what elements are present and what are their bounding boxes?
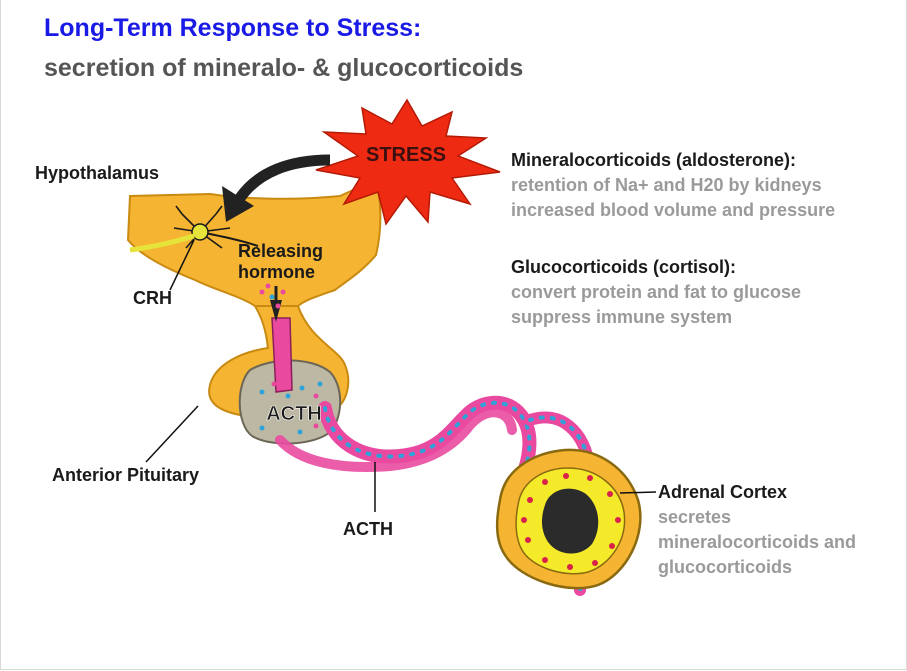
anterior-pituitary-label: Anterior Pituitary — [52, 465, 200, 485]
mineralocorticoids-block: Mineralocorticoids (aldosterone): retent… — [511, 148, 835, 223]
adrenal-line-3: glucocorticoids — [658, 557, 793, 577]
acth-gland-label: ACTH — [266, 403, 322, 425]
crh-label: CRH — [133, 288, 172, 308]
adrenal-cells — [521, 473, 621, 570]
nerve-fiber — [129, 233, 195, 253]
mineralocorticoids-line-2: increased blood volume and pressure — [511, 200, 836, 220]
glucocorticoids-line-2: suppress immune system — [511, 307, 733, 327]
hypothalamus-label: Hypothalamus — [35, 163, 160, 183]
adrenal-cortex-leader — [619, 491, 657, 494]
portal-vessel — [271, 317, 293, 393]
glucocorticoids-block: Glucocorticoids (cortisol): convert prot… — [511, 255, 801, 330]
stress-starburst — [315, 98, 501, 226]
anterior-pituitary-leader — [145, 405, 199, 463]
adrenal-cortex-label: Adrenal Cortex — [658, 482, 788, 502]
acth-vessel-label: ACTH — [343, 519, 393, 539]
adrenal-line-1: secretes — [658, 507, 732, 527]
adrenal-cortex-block: Adrenal Cortex secretes mineralocorticoi… — [658, 480, 856, 580]
mineralocorticoids-line-1: retention of Na+ and H20 by kidneys — [511, 175, 822, 195]
stress-arrow-head — [222, 186, 254, 222]
glucocorticoids-line-1: convert protein and fat to glucose — [511, 282, 802, 302]
crh-leader — [169, 239, 195, 291]
stress-label: STRESS — [366, 144, 446, 166]
acth-vessel-dots — [323, 400, 532, 502]
releasing-hormone-label-1: Releasing — [238, 241, 323, 261]
acth-vessel-lower — [275, 407, 517, 472]
adrenal-medulla — [541, 488, 599, 554]
stress-arrow — [235, 154, 331, 202]
slide-subtitle: secretion of mineralo- & glucocorticoids — [44, 54, 524, 82]
mineralocorticoids-heading: Mineralocorticoids (aldosterone): — [511, 150, 797, 170]
releasing-hormone-label-2: hormone — [238, 262, 315, 282]
releasing-hormone-dots — [259, 283, 286, 309]
slide-title: Long-Term Response to Stress: — [44, 14, 422, 42]
glucocorticoids-heading: Glucocorticoids (cortisol): — [511, 257, 737, 277]
neuron-body — [191, 223, 209, 241]
acth-dots — [259, 381, 323, 435]
adrenal-line-2: mineralocorticoids and — [658, 532, 857, 552]
